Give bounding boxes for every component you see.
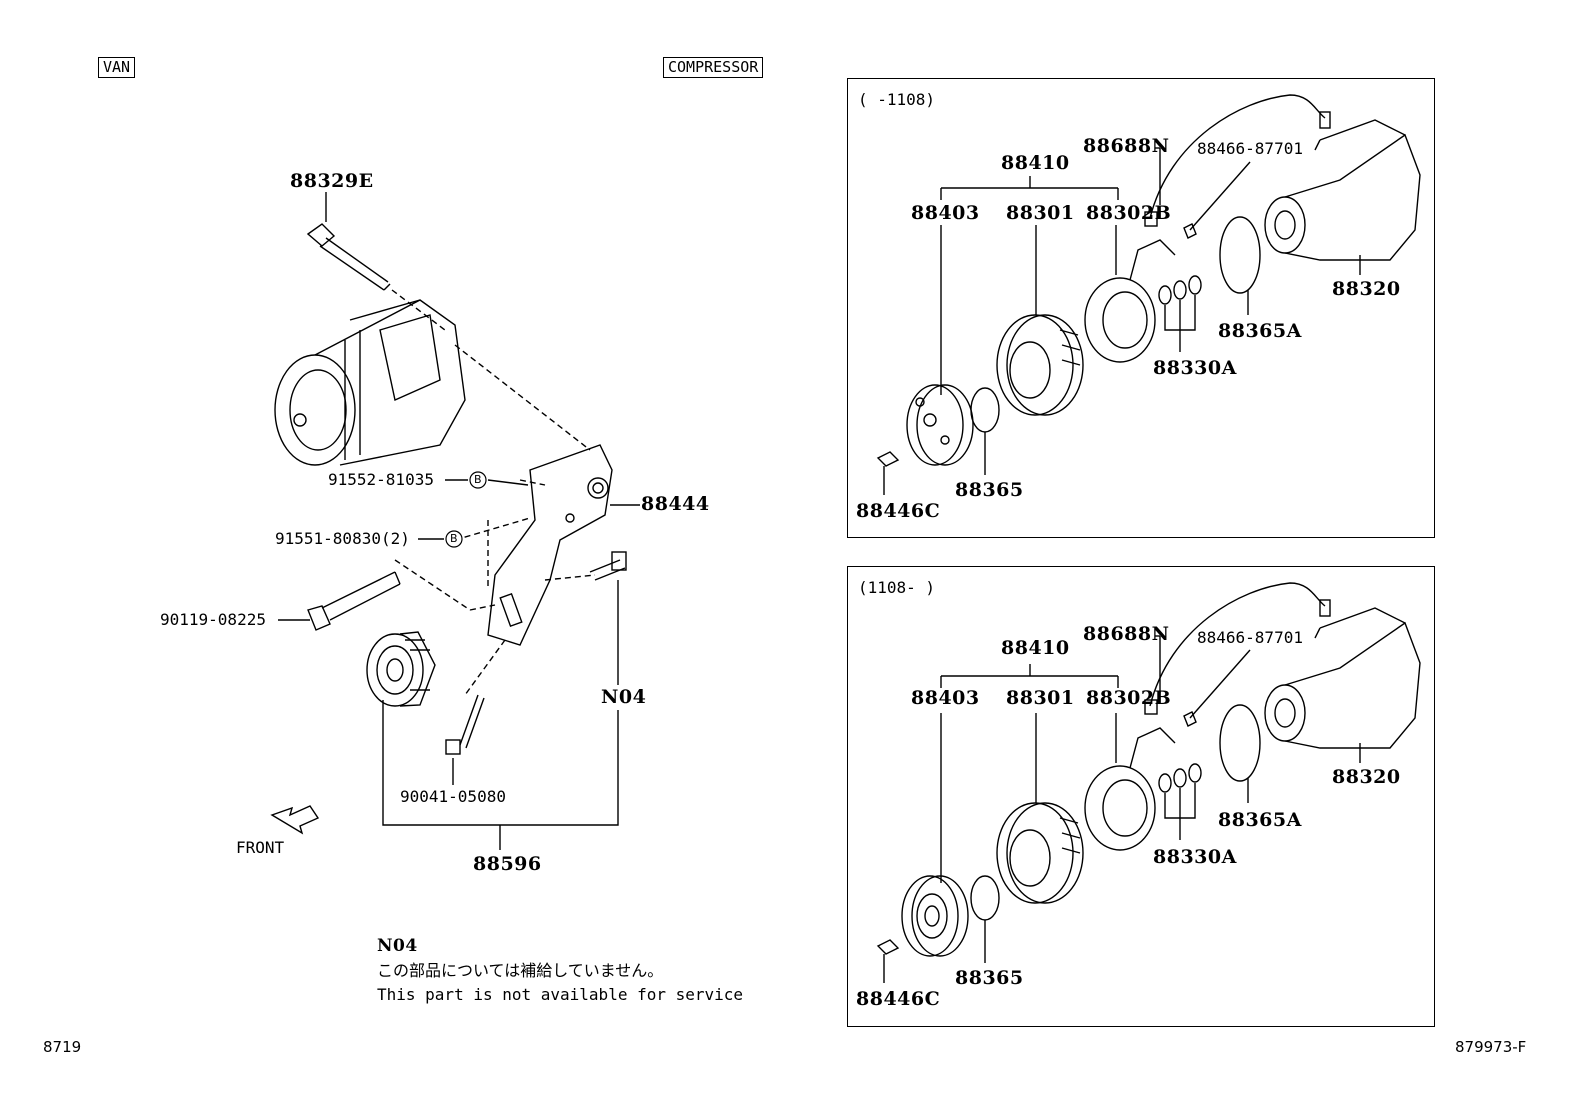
callout-b-2: B	[450, 532, 458, 545]
footer-left-code: 8719	[43, 1038, 82, 1056]
part-label-88688n[interactable]: 88688N	[1083, 135, 1170, 157]
compressor-body-left	[274, 299, 466, 466]
compressor-tag: COMPRESSOR	[663, 57, 764, 78]
part-label-88330a[interactable]: 88330A	[1153, 357, 1237, 379]
part-label-88688n[interactable]: 88688N	[1083, 623, 1170, 645]
callout-b-circle-2	[445, 530, 463, 548]
part-label-88446c[interactable]: 88446C	[856, 500, 941, 522]
part-label-88302b[interactable]: 88302B	[1086, 202, 1172, 224]
part-label-88301[interactable]: 88301	[1006, 202, 1075, 224]
panel-bottom-range: (1108- )	[858, 578, 936, 597]
bracket-88444	[487, 444, 613, 646]
bolt-90119	[278, 571, 401, 631]
panel-bottom-artwork	[876, 582, 1421, 983]
part-label-91552[interactable]: 91552-81035	[328, 470, 434, 489]
part-label-88446c[interactable]: 88446C	[856, 988, 941, 1010]
part-label-88365[interactable]: 88365	[955, 479, 1024, 501]
part-label-88403[interactable]: 88403	[911, 202, 980, 224]
part-label-88444[interactable]: 88444	[641, 493, 710, 515]
footer-right-code: 879973-F	[1455, 1038, 1527, 1056]
panel-top	[847, 78, 1435, 538]
panel-bottom	[847, 566, 1435, 1027]
part-label-88365[interactable]: 88365	[955, 967, 1024, 989]
part-label-88410[interactable]: 88410	[1001, 152, 1070, 174]
part-label-88410[interactable]: 88410	[1001, 637, 1070, 659]
bolt-90041	[445, 694, 485, 755]
part-label-88330a[interactable]: 88330A	[1153, 846, 1237, 868]
part-label-88466[interactable]: 88466-87701	[1197, 139, 1303, 158]
note-japanese: この部品については補給していません。	[377, 961, 664, 980]
panel-top-range: ( -1108)	[858, 90, 936, 109]
part-label-88302b[interactable]: 88302B	[1086, 687, 1172, 709]
part-label-90041[interactable]: 90041-05080	[400, 787, 506, 806]
part-label-88329e[interactable]: 88329E	[290, 170, 374, 192]
panel-top-artwork	[876, 94, 1421, 495]
stud-n04	[589, 551, 627, 581]
callout-b-1: B	[474, 473, 482, 486]
note-english: This part is not available for service	[377, 985, 744, 1004]
part-label-88365a[interactable]: 88365A	[1218, 320, 1302, 342]
front-label: FRONT	[236, 838, 285, 857]
idler-pulley	[366, 631, 436, 707]
part-label-88466[interactable]: 88466-87701	[1197, 628, 1303, 647]
note-code: N04	[377, 936, 418, 956]
front-arrow-icon	[270, 805, 320, 835]
callout-b-circle-1	[469, 471, 487, 489]
bolt-88329e	[306, 223, 391, 291]
part-label-91551[interactable]: 91551-80830(2)	[275, 529, 410, 548]
part-label-88596[interactable]: 88596	[473, 853, 542, 875]
part-label-n04[interactable]: N04	[601, 686, 647, 708]
part-label-88403[interactable]: 88403	[911, 687, 980, 709]
part-label-88365a[interactable]: 88365A	[1218, 809, 1302, 831]
part-label-88301[interactable]: 88301	[1006, 687, 1075, 709]
van-tag: VAN	[98, 57, 136, 78]
part-label-88320[interactable]: 88320	[1332, 766, 1401, 788]
part-label-90119[interactable]: 90119-08225	[160, 610, 266, 629]
part-label-88320[interactable]: 88320	[1332, 278, 1401, 300]
